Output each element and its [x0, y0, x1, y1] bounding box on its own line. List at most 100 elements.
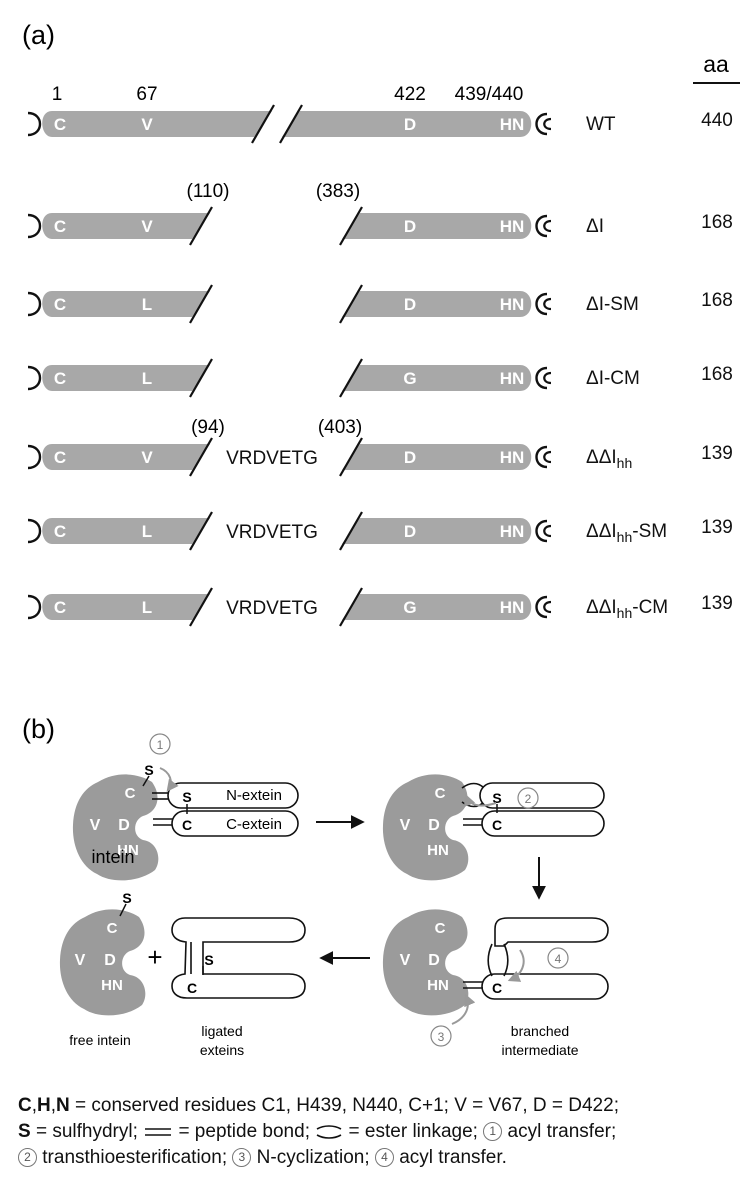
step-1-circle	[149, 733, 171, 755]
right-domain	[342, 365, 532, 391]
res-d-2: D	[428, 817, 440, 834]
c-term-cap-outer	[535, 445, 548, 469]
res-c-extein-3: C	[492, 980, 502, 996]
sh-bond-1a	[142, 775, 150, 787]
legend-step-1-icon: 1	[483, 1122, 503, 1141]
construct-name: ΔΔIhh-CM	[586, 597, 668, 621]
free-intein-label: free intein	[69, 1032, 130, 1048]
residue-c: C	[54, 598, 66, 617]
n-extein-label: N-extein	[226, 787, 282, 804]
cut-383: (383)	[316, 181, 360, 202]
right-domain	[282, 111, 532, 137]
residue-hn: HN	[500, 369, 525, 388]
legend-acyl-2: acyl transfer.	[399, 1147, 507, 1168]
legend: C,H,N = conserved residues C1, H439, N44…	[18, 1093, 744, 1171]
c-term-cap-outer	[535, 595, 548, 619]
residue-hn: HN	[500, 598, 525, 617]
legend-n: N	[56, 1095, 70, 1116]
legend-peptide: = peptide bond;	[178, 1121, 310, 1142]
right-domain	[342, 594, 532, 620]
s-label-4: S	[122, 890, 131, 906]
pos-1: 1	[52, 84, 63, 105]
construct-name: ΔΔIhh-SM	[586, 521, 667, 545]
right-cut-slash	[339, 587, 363, 627]
construct-aa: 168	[701, 364, 733, 385]
c-term-cap-outer	[535, 112, 548, 136]
step-4-num: 4	[555, 952, 562, 966]
residue-right: D	[404, 217, 416, 236]
right-domain	[342, 213, 532, 239]
residue-c: C	[54, 448, 66, 467]
n-term-cap	[27, 111, 42, 137]
intein-label: intein	[91, 847, 134, 867]
left-cut-slash	[189, 284, 213, 324]
branched-label-1: branched	[511, 1023, 569, 1039]
residue-c: C	[54, 217, 66, 236]
residue-left: L	[142, 369, 152, 388]
right-cut-slash	[339, 358, 363, 398]
legend-line-1: C,H,N = conserved residues C1, H439, N44…	[18, 1093, 744, 1119]
residue-hn: HN	[500, 295, 525, 314]
residue-c: C	[54, 115, 66, 134]
residue-left: V	[141, 115, 153, 134]
right-domain	[342, 518, 532, 544]
panel-b-label: (b)	[22, 714, 55, 744]
aa-header: aa	[703, 51, 729, 77]
res-v-2: V	[400, 817, 411, 834]
residue-hn: HN	[500, 115, 525, 134]
legend-transthio: transthioesterification;	[42, 1147, 228, 1168]
step-2-num: 2	[525, 792, 532, 806]
construct-aa: 168	[701, 212, 733, 233]
legend-comma-2: ,	[50, 1095, 57, 1116]
c-term-cap-inner	[543, 371, 552, 385]
res-hn-4: HN	[101, 977, 123, 994]
residue-hn: HN	[500, 522, 525, 541]
left-cut-slash	[189, 587, 213, 627]
step-1-num: 1	[157, 738, 164, 752]
left-domain	[42, 444, 210, 470]
construct-name: WT	[586, 114, 616, 135]
residue-left: L	[142, 522, 152, 541]
construct-aa: 139	[701, 593, 733, 614]
cut-403: (403)	[318, 417, 362, 438]
legend-residues-text: = conserved residues C1, H439, N440, C+1…	[75, 1095, 619, 1116]
residue-hn: HN	[500, 448, 525, 467]
residue-left: L	[142, 295, 152, 314]
legend-acyl-1: acyl transfer;	[507, 1121, 617, 1142]
left-domain	[42, 213, 210, 239]
c-extein-label: C-extein	[226, 816, 282, 833]
res-c-3: C	[435, 920, 446, 937]
residue-left: L	[142, 598, 152, 617]
right-domain	[342, 444, 532, 470]
intein-blob-4	[59, 909, 146, 1016]
right-cut-slash	[339, 284, 363, 324]
step-2-arrow	[464, 793, 497, 808]
cut-110: (110)	[187, 181, 230, 202]
right-cut-slash	[339, 437, 363, 477]
step-4-arrow	[507, 949, 525, 982]
n-extein-1	[167, 782, 299, 809]
legend-c: C	[18, 1095, 32, 1116]
c-term-cap-outer	[535, 519, 548, 543]
right-domain	[342, 291, 532, 317]
step-1-arrow	[159, 767, 179, 792]
linker-sequence: VRDVETG	[226, 522, 318, 543]
branch-ester-3	[487, 943, 509, 977]
c-term-cap-outer	[535, 366, 548, 390]
res-c-extein-1: C	[182, 817, 192, 833]
intein-blob-3	[382, 909, 469, 1016]
right-cut-slash	[339, 511, 363, 551]
residue-right: D	[404, 295, 416, 314]
left-domain	[42, 291, 210, 317]
linker-sequence: VRDVETG	[226, 598, 318, 619]
branched-label-2: intermediate	[501, 1042, 578, 1058]
step-3-arrow	[451, 993, 476, 1025]
residue-right: G	[403, 598, 416, 617]
legend-step-4-icon: 4	[374, 1148, 394, 1167]
res-c-1: C	[125, 785, 136, 802]
left-cut-slash	[189, 511, 213, 551]
c-term-cap-inner	[543, 450, 552, 464]
res-hn-2: HN	[427, 842, 449, 859]
stage-thioester: S C V D HN C 2	[382, 774, 605, 881]
